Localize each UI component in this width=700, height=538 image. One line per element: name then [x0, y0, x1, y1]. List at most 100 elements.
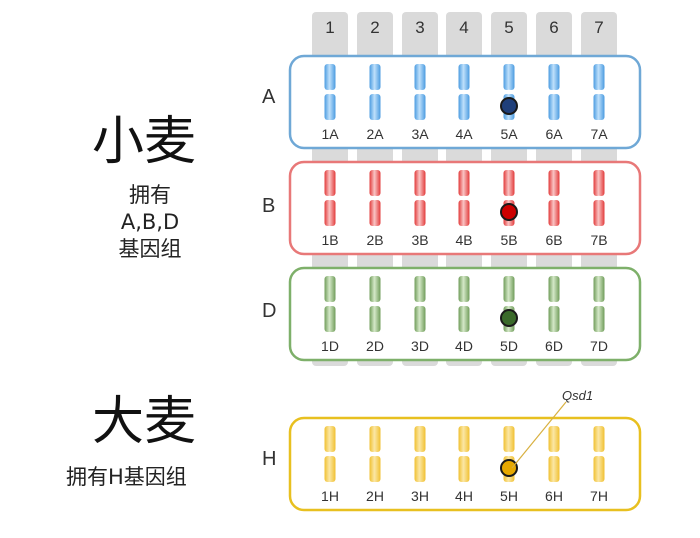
barley-description: 拥有H基因组 [66, 465, 187, 489]
chromosome-label-1H: 1H [321, 488, 339, 504]
chromosome-arm-upper-4D [458, 276, 470, 302]
gene-callout-line [511, 401, 567, 469]
chromosome-label-5D: 5D [500, 338, 518, 354]
chromosome-label-6A: 6A [545, 126, 563, 142]
chromosome-label-3B: 3B [411, 232, 429, 248]
chromosome-label-6H: 6H [545, 488, 563, 504]
chromosome-arm-lower-6A [548, 94, 560, 120]
column-header-3: 3 [415, 18, 425, 37]
chromosome-arm-upper-6B [548, 170, 560, 196]
chromosome-arm-upper-7H [593, 426, 605, 452]
chromosome-arm-upper-1A [324, 64, 336, 90]
chromosome-label-2B: 2B [366, 232, 384, 248]
centromere-7D [595, 301, 603, 307]
gene-marker-B [500, 203, 518, 221]
chromosome-arm-upper-6D [548, 276, 560, 302]
chromosome-label-4D: 4D [455, 338, 473, 354]
chromosome-label-1B: 1B [321, 232, 339, 248]
chromosome-label-7B: 7B [590, 232, 608, 248]
chromosome-arm-upper-3D [414, 276, 426, 302]
chromosome-arm-upper-5B [503, 170, 515, 196]
chromosome-label-2A: 2A [366, 126, 384, 142]
chromosome-arm-lower-3H [414, 456, 426, 482]
genome-label-B: B [262, 195, 276, 217]
chromosome-arm-lower-2H [369, 456, 381, 482]
wheat-description: 拥有 A,B,D 基因组 [90, 182, 210, 263]
genome-label-D: D [262, 300, 277, 322]
column-header-2: 2 [370, 18, 380, 37]
gene-marker-A [500, 97, 518, 115]
centromere-7B [595, 195, 603, 201]
centromere-5D [505, 301, 513, 307]
genome-label-A: A [262, 86, 276, 108]
centromere-3H [416, 451, 424, 457]
chromosome-arm-upper-5D [503, 276, 515, 302]
chromosome-arm-upper-2B [369, 170, 381, 196]
chromosome-arm-lower-1A [324, 94, 336, 120]
chromosome-arm-lower-3A [414, 94, 426, 120]
chromosome-arm-upper-1D [324, 276, 336, 302]
centromere-4D [460, 301, 468, 307]
centromere-1H [326, 451, 334, 457]
centromere-3D [416, 301, 424, 307]
chromosome-arm-lower-7A [593, 94, 605, 120]
centromere-4H [460, 451, 468, 457]
chromosome-label-2D: 2D [366, 338, 384, 354]
chromosome-arm-upper-4A [458, 64, 470, 90]
gene-marker-H [500, 459, 518, 477]
chromosome-arm-upper-1H [324, 426, 336, 452]
centromere-4B [460, 195, 468, 201]
centromere-6A [550, 89, 558, 95]
wheat-title: 小麦 [92, 112, 197, 172]
wheat-desc-line-1: 拥有 [129, 183, 171, 207]
centromere-7H [595, 451, 603, 457]
centromere-6H [550, 451, 558, 457]
chromosome-label-3D: 3D [411, 338, 429, 354]
centromere-5A [505, 89, 513, 95]
gene-label-qsd1: Qsd1 [562, 388, 594, 403]
centromere-2H [371, 451, 379, 457]
chromosome-label-6D: 6D [545, 338, 563, 354]
chromosome-arm-lower-2B [369, 200, 381, 226]
chromosome-arm-upper-5A [503, 64, 515, 90]
centromere-3B [416, 195, 424, 201]
chromosome-arm-upper-2D [369, 276, 381, 302]
chromosome-arm-lower-2D [369, 306, 381, 332]
chromosome-label-7D: 7D [590, 338, 608, 354]
chromosome-arm-lower-6D [548, 306, 560, 332]
centromere-4A [460, 89, 468, 95]
column-header-5: 5 [504, 18, 514, 37]
column-header-4: 4 [459, 18, 469, 37]
wheat-desc-line-3: 基因组 [118, 237, 182, 261]
centromere-6D [550, 301, 558, 307]
chromosome-arm-upper-4H [458, 426, 470, 452]
genome-label-H: H [262, 448, 277, 470]
chromosome-arm-lower-4H [458, 456, 470, 482]
chromosome-label-5H: 5H [500, 488, 518, 504]
centromere-1B [326, 195, 334, 201]
chromosome-label-1D: 1D [321, 338, 339, 354]
chromosome-arm-upper-7A [593, 64, 605, 90]
chromosome-label-4A: 4A [455, 126, 473, 142]
centromere-7A [595, 89, 603, 95]
chromosome-arm-upper-3B [414, 170, 426, 196]
gene-marker-D [500, 309, 518, 327]
chromosome-arm-lower-6B [548, 200, 560, 226]
chromosome-arm-lower-4A [458, 94, 470, 120]
chromosome-label-4H: 4H [455, 488, 473, 504]
chromosome-label-5A: 5A [500, 126, 518, 142]
chromosome-arm-lower-3B [414, 200, 426, 226]
chromosome-arm-upper-1B [324, 170, 336, 196]
barley-title: 大麦 [92, 392, 197, 452]
centromere-5B [505, 195, 513, 201]
chromosome-arm-lower-1H [324, 456, 336, 482]
chromosome-arm-upper-3H [414, 426, 426, 452]
column-header-1: 1 [325, 18, 335, 37]
chromosome-label-3A: 3A [411, 126, 429, 142]
chromosome-label-1A: 1A [321, 126, 339, 142]
chromosome-arm-upper-7D [593, 276, 605, 302]
chromosome-arm-lower-7B [593, 200, 605, 226]
chromosome-arm-upper-6A [548, 64, 560, 90]
chromosome-arm-upper-2H [369, 426, 381, 452]
centromere-2D [371, 301, 379, 307]
